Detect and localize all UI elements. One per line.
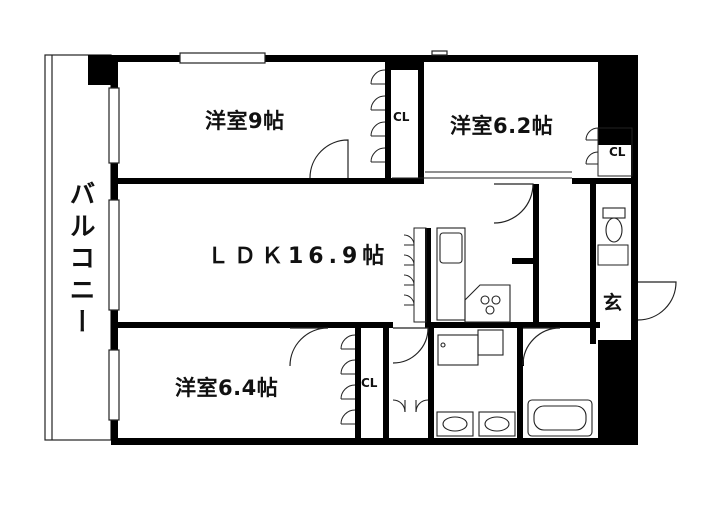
wall-center-stub bbox=[512, 258, 534, 264]
wall-ws-bottom bbox=[518, 360, 524, 366]
wall-bedroom62-bottom bbox=[572, 178, 632, 184]
wall-cl9-right bbox=[385, 62, 391, 178]
door-bath-left bbox=[392, 327, 429, 364]
stove-burner-1 bbox=[480, 295, 490, 305]
window-left-1 bbox=[108, 87, 120, 164]
wall-right-mid bbox=[631, 145, 638, 345]
toilet-bowl bbox=[605, 217, 623, 243]
kitchen-counter bbox=[436, 227, 466, 321]
room-label-western-9: 洋室9帖 bbox=[205, 109, 285, 133]
wall-toilet-left bbox=[533, 184, 539, 328]
door-bedroom64 bbox=[289, 327, 329, 367]
wall-top-right bbox=[418, 55, 608, 62]
wall-entrance-left bbox=[590, 184, 596, 344]
entrance-label: 玄 bbox=[603, 292, 623, 314]
pillar-top-right bbox=[598, 55, 638, 145]
window-left-3 bbox=[108, 349, 120, 421]
pillar-bottom-right bbox=[598, 340, 638, 445]
door-bedroom9 bbox=[309, 139, 349, 179]
wall-ldk-bottom bbox=[111, 322, 393, 328]
stove-burner-3 bbox=[485, 305, 495, 315]
bathtub bbox=[527, 399, 593, 437]
wall-bedroom64-cl bbox=[355, 328, 361, 438]
wall-cl9-right-block bbox=[386, 62, 418, 70]
door-ldk bbox=[493, 183, 534, 224]
stove-burner-2 bbox=[491, 295, 501, 305]
closet-label-62: CL bbox=[609, 145, 626, 159]
window-bedroom62 bbox=[431, 50, 448, 56]
balcony-label: バルコニー bbox=[65, 180, 95, 340]
kitchen-sink bbox=[439, 232, 463, 264]
room-label-western-64: 洋室6.4帖 bbox=[175, 376, 279, 400]
room-label-ldk: ＬＤＫ16.9帖 bbox=[207, 244, 390, 269]
wall-bedroom9-bottom bbox=[111, 178, 421, 184]
window-bedroom9 bbox=[179, 52, 266, 64]
wall-wash-left bbox=[428, 328, 434, 438]
wash-basin-2 bbox=[478, 411, 516, 437]
wall-kitchen-left bbox=[425, 228, 431, 328]
closet-label-9: CL bbox=[393, 110, 410, 124]
window-left-2 bbox=[108, 199, 120, 311]
door-wash bbox=[522, 327, 561, 366]
wall-bottom bbox=[111, 438, 638, 445]
room-label-western-62: 洋室6.2帖 bbox=[450, 114, 554, 138]
door-entrance bbox=[637, 281, 677, 321]
closet-label-64: CL bbox=[361, 376, 378, 390]
wall-bedroom62-left bbox=[418, 55, 424, 184]
wall-bath-left bbox=[383, 328, 389, 438]
wall-ldk-bottom-right bbox=[430, 322, 600, 328]
toilet-tank bbox=[602, 207, 626, 219]
wall-bath-split bbox=[517, 328, 523, 438]
wash-basin-1 bbox=[436, 411, 474, 437]
